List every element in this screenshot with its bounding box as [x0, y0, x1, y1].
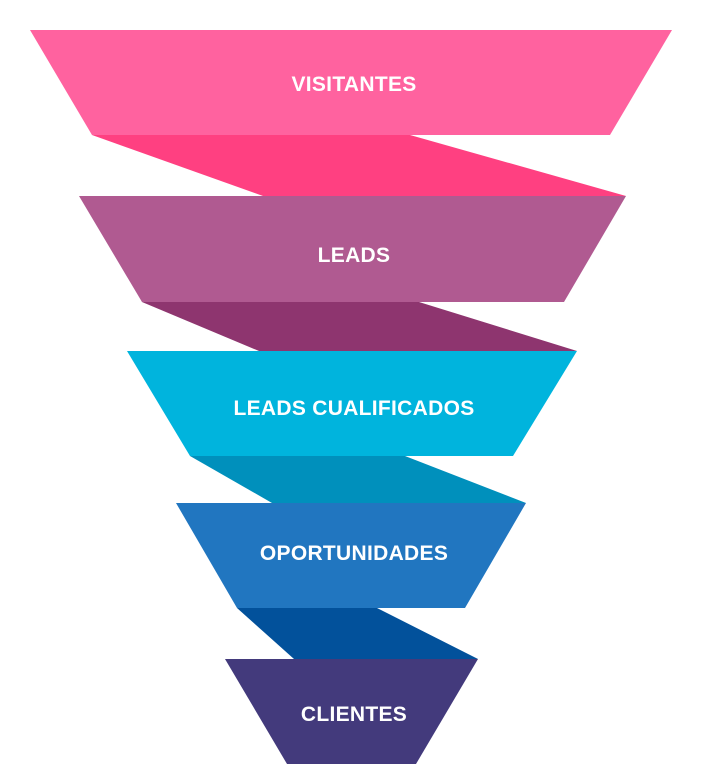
- fold-3: [190, 456, 526, 503]
- stage-visitantes: [30, 30, 672, 135]
- fold-2: [142, 302, 577, 351]
- stage-label-clientes: CLIENTES: [301, 703, 407, 726]
- stage-clientes: [225, 659, 478, 764]
- stage-label-leads: LEADS: [318, 244, 391, 267]
- fold-4: [237, 608, 478, 659]
- stage-label-leads-cualificados: LEADS CUALIFICADOS: [233, 397, 474, 420]
- stage-label-visitantes: VISITANTES: [291, 73, 416, 96]
- stage-oportunidades: [176, 503, 526, 608]
- stage-leads-cualificados: [127, 351, 577, 456]
- stage-label-oportunidades: OPORTUNIDADES: [260, 542, 448, 565]
- stage-leads: [79, 196, 626, 302]
- fold-1: [92, 135, 626, 196]
